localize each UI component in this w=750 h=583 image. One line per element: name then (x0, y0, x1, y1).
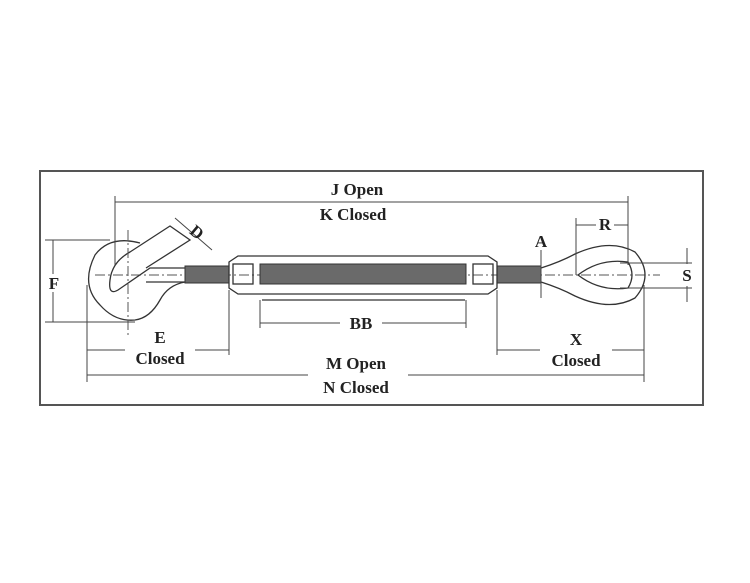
right-threaded-rod (496, 265, 542, 284)
left-threaded-rod (184, 265, 230, 284)
diagram-frame (39, 170, 704, 406)
label-bb: BB (350, 314, 373, 333)
label-x: X (570, 330, 583, 349)
label-x-closed: Closed (551, 351, 601, 370)
label-a: A (535, 232, 548, 251)
label-m-open: M Open (326, 354, 387, 373)
label-s: S (682, 266, 691, 285)
label-e: E (154, 328, 165, 347)
label-n-closed: N Closed (323, 378, 389, 397)
turnbuckle-body (228, 255, 498, 301)
hook (88, 225, 192, 335)
label-e-closed: Closed (135, 349, 185, 368)
eye (540, 244, 646, 306)
label-k-closed: K Closed (320, 205, 387, 224)
label-j-open: J Open (331, 180, 384, 199)
label-r: R (599, 215, 612, 234)
label-f: F (49, 274, 59, 293)
